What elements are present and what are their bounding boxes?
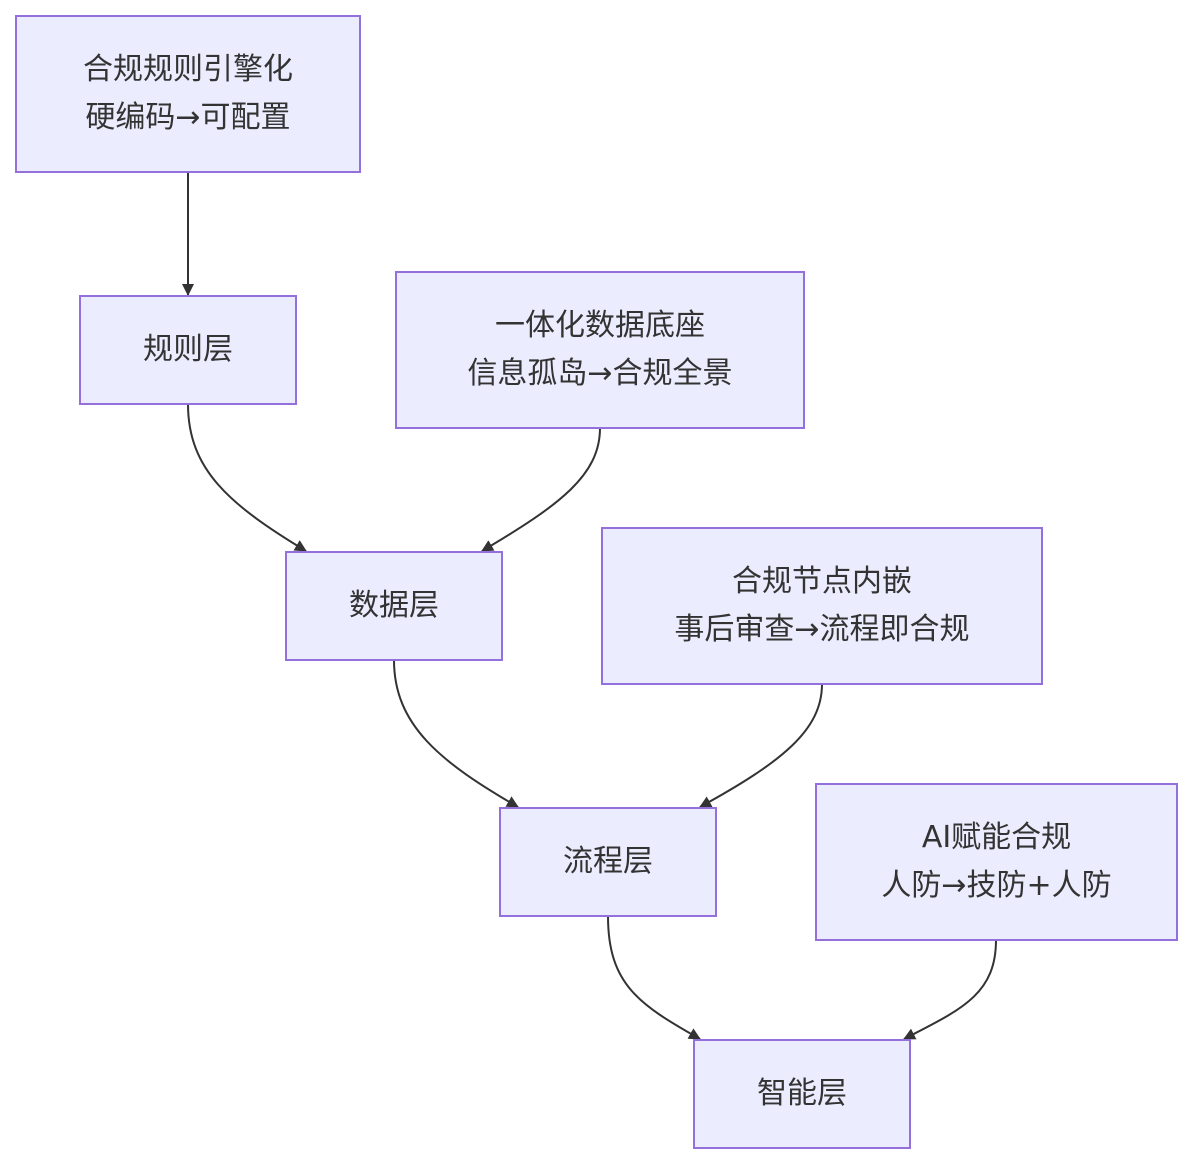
- node-data-base: 一体化数据底座 信息孤岛→合规全景: [395, 271, 805, 429]
- node-ai-empower-line1: AI赋能合规: [921, 820, 1072, 855]
- node-rule-layer: 规则层: [79, 295, 297, 405]
- node-rule-engine-line2: 硬编码→可配置: [85, 100, 291, 135]
- node-data-layer-label: 数据层: [349, 588, 439, 623]
- edge-ai-empower-to-intel-layer: [903, 939, 997, 1040]
- edge-rule-layer-to-data-layer: [187, 403, 307, 552]
- node-intel-layer: 智能层: [693, 1039, 911, 1149]
- node-data-layer: 数据层: [285, 551, 503, 661]
- node-ai-empower-line2: 人防→技防+人防: [881, 868, 1112, 903]
- edge-process-layer-to-intel-layer: [607, 915, 701, 1040]
- edge-data-layer-to-process-layer: [393, 659, 519, 808]
- edge-data-base-to-data-layer: [481, 427, 601, 552]
- node-process-layer-label: 流程层: [563, 844, 653, 879]
- node-process-layer: 流程层: [499, 807, 717, 917]
- node-process-embed-line1: 合规节点内嵌: [732, 564, 912, 599]
- node-process-embed-line2: 事后审查→流程即合规: [674, 612, 970, 647]
- node-data-base-line2: 信息孤岛→合规全景: [467, 356, 733, 391]
- node-rule-engine-line1: 合规规则引擎化: [83, 52, 293, 87]
- node-process-embed: 合规节点内嵌 事后审查→流程即合规: [601, 527, 1043, 685]
- node-intel-layer-label: 智能层: [757, 1076, 847, 1111]
- edge-process-embed-to-process-layer: [699, 683, 823, 808]
- node-data-base-line1: 一体化数据底座: [495, 308, 705, 343]
- node-rule-layer-label: 规则层: [143, 332, 233, 367]
- node-ai-empower: AI赋能合规 人防→技防+人防: [815, 783, 1178, 941]
- node-rule-engine: 合规规则引擎化 硬编码→可配置: [15, 15, 361, 173]
